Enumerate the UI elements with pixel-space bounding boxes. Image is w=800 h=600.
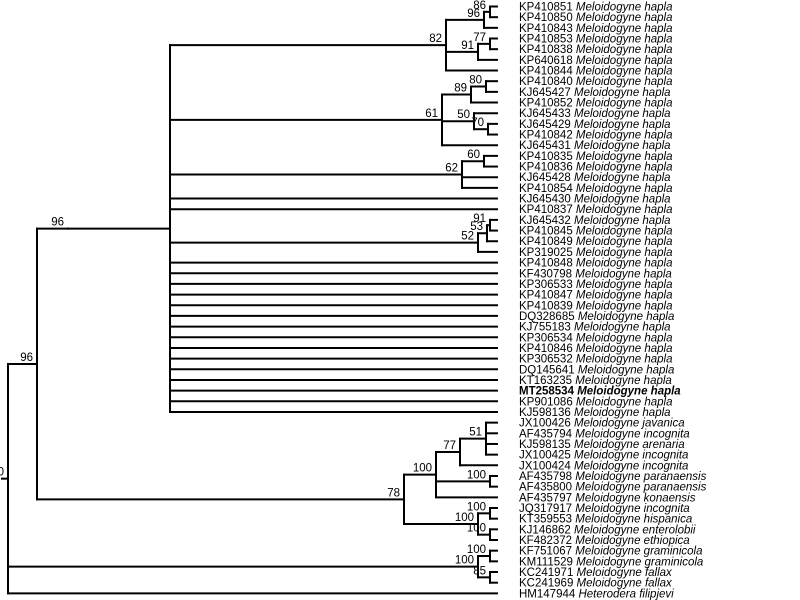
leaf-label: KP410854 Meloidogyne hapla — [519, 183, 672, 195]
leaf-label: AF435797 Meloidogyne konaensis — [519, 492, 696, 504]
bootstrap-value: 100 — [467, 469, 486, 481]
leaf-label: HM147944 Heterodera filipjevi — [519, 588, 674, 600]
leaf-label: KJ645429 Meloidogyne hapla — [519, 119, 671, 131]
bootstrap-value: 91 — [473, 213, 486, 225]
leaf-label: JX100425 Meloidogyne incognita — [519, 450, 688, 462]
bootstrap-value: 52 — [461, 231, 474, 243]
leaf-label: KP410842 Meloidogyne hapla — [519, 130, 672, 142]
leaf-label: KP410839 Meloidogyne hapla — [519, 300, 672, 312]
bootstrap-value: 100 — [467, 523, 486, 535]
bootstrap-value: 89 — [454, 83, 467, 95]
leaf-label: DQ145641 Meloidogyne hapla — [519, 364, 674, 376]
leaf-label: KP410850 Meloidogyne hapla — [519, 12, 672, 24]
bootstrap-value: 100 — [413, 463, 432, 475]
leaf-label: KP410848 Meloidogyne hapla — [519, 258, 672, 270]
leaf-label: KP410837 Meloidogyne hapla — [519, 204, 672, 216]
leaf-label: KJ645431 Meloidogyne hapla — [519, 140, 671, 152]
bootstrap-value: 77 — [473, 32, 486, 44]
leaf-label: KF482372 Meloidogyne ethiopica — [519, 535, 690, 547]
bootstrap-value: 80 — [469, 75, 482, 87]
bootstrap-value: 53 — [470, 221, 483, 233]
leaf-label: KP319025 Meloidogyne hapla — [519, 247, 672, 259]
tree-branches — [1, 5, 498, 595]
bootstrap-value: 96 — [51, 217, 64, 229]
leaf-label: KP306532 Meloidogyne hapla — [519, 354, 672, 366]
bootstrap-value: 78 — [387, 487, 400, 499]
leaf-label: KJ645433 Meloidogyne hapla — [519, 108, 671, 120]
leaf-label: KJ598135 Meloidogyne arenaria — [519, 439, 685, 451]
bootstrap-value: 62 — [445, 163, 458, 175]
leaf-label: AF435798 Meloidogyne paranaensis — [519, 471, 707, 483]
leaf-label: JQ317917 Meloidogyne incognita — [519, 503, 690, 515]
leaf-label: KJ598136 Meloidogyne hapla — [519, 407, 671, 419]
leaf-label: KT359553 Meloidogyne hispanica — [519, 514, 692, 526]
leaf-label: KP410838 Meloidogyne hapla — [519, 44, 672, 56]
leaf-label: KP640618 Meloidogyne hapla — [519, 55, 672, 67]
bootstrap-value: 82 — [429, 33, 442, 45]
bootstrap-value: 86 — [473, 0, 486, 12]
leaf-label: KP410851 Meloidogyne hapla — [519, 2, 672, 14]
leaf-label: AF435800 Meloidogyne paranaensis — [519, 482, 707, 494]
bootstrap-value: 60 — [467, 149, 480, 161]
bootstrap-value: 91 — [461, 40, 474, 52]
leaf-label: MT258534 Meloidogyne hapla — [519, 386, 681, 398]
bootstrap-value: 50 — [457, 109, 470, 121]
bootstrap-value: 96 — [467, 8, 480, 20]
leaf-label: KJ755183 Meloidogyne hapla — [519, 322, 671, 334]
leaf-label: JX100424 Meloidogyne incognita — [519, 460, 688, 472]
leaf-label: KJ645430 Meloidogyne hapla — [519, 194, 671, 206]
bootstrap-value: 100 — [455, 555, 474, 567]
bootstrap-value: 77 — [443, 440, 456, 452]
leaf-label: KP410844 Meloidogyne hapla — [519, 66, 672, 78]
leaf-label: KC241971 Meloidogyne fallax — [519, 567, 673, 579]
leaf-label: KM111529 Meloidogyne graminicola — [519, 556, 703, 568]
bootstrap-value: 100 — [467, 544, 486, 556]
bootstrap-value: 96 — [20, 352, 33, 364]
bootstrap-value: 100 — [467, 501, 486, 513]
leaf-label: JX100426 Meloidogyne javanica — [519, 418, 685, 430]
bootstrap-value: 100 — [455, 512, 474, 524]
leaf-label: KP410835 Meloidogyne hapla — [519, 151, 672, 163]
leaf-label: KF430798 Meloidogyne hapla — [519, 268, 672, 280]
leaf-label: KP410852 Meloidogyne hapla — [519, 98, 672, 110]
leaf-label: KF751067 Meloidogyne graminicola — [519, 546, 702, 558]
leaf-label: KP410849 Meloidogyne hapla — [519, 236, 672, 248]
leaf-label: KJ645427 Meloidogyne hapla — [519, 87, 671, 99]
leaf-label: KP410836 Meloidogyne hapla — [519, 162, 672, 174]
leaf-label: KJ146862 Meloidogyne enterolobii — [519, 524, 696, 536]
leaf-label: KP901086 Meloidogyne hapla — [519, 396, 672, 408]
bootstrap-value: 51 — [469, 427, 482, 439]
leaf-label: KP410846 Meloidogyne hapla — [519, 343, 672, 355]
leaf-label: KP410847 Meloidogyne hapla — [519, 290, 672, 302]
leaf-label: KP410840 Meloidogyne hapla — [519, 76, 672, 88]
leaf-label: KP306533 Meloidogyne hapla — [519, 279, 672, 291]
leaf-label: KC241969 Meloidogyne fallax — [519, 578, 673, 590]
leaf-label: KP410843 Meloidogyne hapla — [519, 23, 672, 35]
leaf-label: KP410853 Meloidogyne hapla — [519, 34, 672, 46]
leaf-label: KT163235 Meloidogyne hapla — [519, 375, 672, 387]
leaf-label: KP306534 Meloidogyne hapla — [519, 332, 672, 344]
leaf-label: KJ645428 Meloidogyne hapla — [519, 172, 671, 184]
leaf-label: KP410845 Meloidogyne hapla — [519, 226, 672, 238]
bootstrap-value: 85 — [473, 565, 486, 577]
bootstrap-value: 70 — [471, 117, 484, 129]
leaf-label: KJ645432 Meloidogyne hapla — [519, 215, 671, 227]
bootstrap-value: 61 — [425, 108, 438, 120]
leaf-label: AF435794 Meloidogyne incognita — [519, 428, 690, 440]
bootstrap-value: 100 — [0, 467, 4, 479]
bootstrap-values: 8696779182808970506160629153529651771001… — [0, 0, 486, 577]
leaf-label: DQ328685 Meloidogyne hapla — [519, 311, 674, 323]
